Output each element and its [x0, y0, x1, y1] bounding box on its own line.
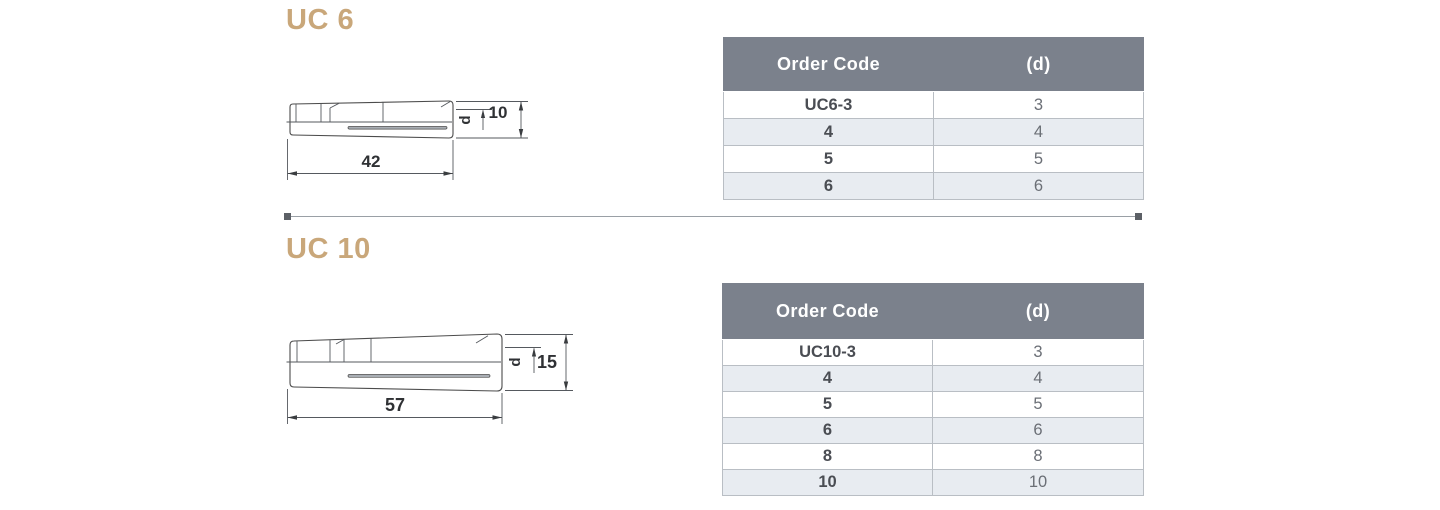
uc6-collet-drawing: 42 d 10 [286, 100, 528, 180]
order-code-cell: 5 [723, 145, 934, 173]
uc10-length-label: 57 [385, 395, 405, 415]
d-value-cell: 8 [932, 443, 1144, 470]
uc10-header-order-code: Order Code [722, 283, 933, 340]
uc6-section-title: UC 6 [286, 4, 355, 36]
uc6-collet-body [286, 100, 454, 139]
uc6-bore-label: d [457, 115, 474, 124]
table-row: UC6-3 3 [723, 91, 1144, 119]
d-value-cell: 5 [932, 391, 1144, 418]
uc6-header-d: (d) [933, 37, 1144, 92]
order-code-cell: 10 [722, 469, 933, 496]
d-value-cell: 10 [932, 469, 1144, 496]
order-code-cell: 8 [722, 443, 933, 470]
uc10-header-d: (d) [932, 283, 1144, 340]
divider-endpoint-left [284, 213, 291, 220]
uc10-length-dimension: 57 [287, 389, 503, 424]
table-row: 6 6 [722, 417, 1144, 444]
uc10-table-header-row: Order Code (d) [722, 283, 1144, 340]
section-divider [284, 213, 1142, 220]
uc6-slit [347, 126, 448, 130]
order-code-cell: 4 [722, 365, 933, 392]
table-row: 4 4 [723, 118, 1144, 146]
uc10-diameter-dimension: d 15 [505, 334, 573, 391]
order-code-cell: 6 [723, 172, 934, 200]
uc6-table-header-row: Order Code (d) [723, 37, 1144, 92]
uc10-collet-drawing: 57 d 15 [286, 333, 573, 424]
d-value-cell: 4 [932, 365, 1144, 392]
uc10-section-title: UC 10 [286, 233, 371, 265]
uc10-diameter-label: 15 [537, 352, 557, 372]
table-row: 4 4 [722, 365, 1144, 392]
uc10-slit [347, 374, 491, 378]
d-value-cell: 3 [933, 91, 1144, 119]
uc10-spec-table: Order Code (d) UC10-3 3 4 4 5 5 6 6 8 8 … [722, 283, 1144, 496]
d-value-cell: 6 [932, 417, 1144, 444]
table-row: UC10-3 3 [722, 339, 1144, 366]
table-row: 5 5 [723, 145, 1144, 173]
uc6-header-order-code: Order Code [723, 37, 934, 92]
uc6-length-label: 42 [362, 152, 381, 171]
table-row: 10 10 [722, 469, 1144, 496]
uc6-diameter-dimension: d 10 [456, 101, 528, 139]
order-code-cell: 6 [722, 417, 933, 444]
uc10-collet-body [286, 333, 503, 392]
order-code-cell: 4 [723, 118, 934, 146]
order-code-cell: UC6-3 [723, 91, 934, 119]
order-code-cell: UC10-3 [722, 339, 933, 366]
uc6-spec-table: Order Code (d) UC6-3 3 4 4 5 5 6 6 [723, 37, 1144, 200]
uc10-bore-label: d [507, 357, 524, 366]
d-value-cell: 4 [933, 118, 1144, 146]
table-row: 6 6 [723, 172, 1144, 200]
divider-endpoint-right [1135, 213, 1142, 220]
table-row: 8 8 [722, 443, 1144, 470]
divider-line [287, 216, 1139, 217]
uc6-diameter-label: 10 [489, 103, 508, 122]
d-value-cell: 5 [933, 145, 1144, 173]
order-code-cell: 5 [722, 391, 933, 418]
table-row: 5 5 [722, 391, 1144, 418]
d-value-cell: 3 [932, 339, 1144, 366]
uc6-length-dimension: 42 [287, 139, 454, 180]
d-value-cell: 6 [933, 172, 1144, 200]
